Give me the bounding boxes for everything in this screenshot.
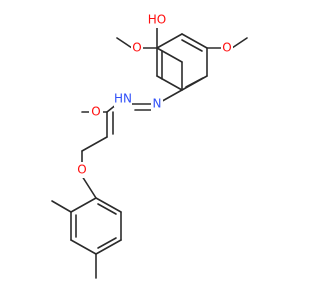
bond (181, 39, 203, 52)
bond (70, 239, 97, 255)
imine-nitrogen-label: N (153, 97, 162, 111)
label-bg (147, 12, 167, 28)
label-bg (76, 162, 88, 178)
lower-aromatic-ring (51, 175, 122, 279)
label-bg (131, 40, 143, 56)
upper-aromatic-ring (156, 19, 208, 91)
bond (116, 37, 133, 49)
bond (51, 200, 72, 213)
bond (185, 77, 204, 88)
hydroxyl-label: HO (148, 13, 166, 27)
methoxy-oxygen-left-label: O (132, 41, 141, 55)
bond (156, 47, 183, 63)
bond (97, 203, 117, 215)
bond (181, 33, 208, 49)
bond (156, 75, 183, 91)
methoxy-groups (116, 37, 248, 49)
label-bg (151, 96, 163, 112)
methoxy-oxygen-right-label: O (222, 41, 231, 55)
label-bg (114, 91, 132, 107)
bond (97, 237, 117, 249)
bond (156, 33, 183, 49)
label-bg (221, 40, 233, 56)
molecule-structure: HO O O O HN N O (51, 12, 248, 279)
bond (95, 239, 122, 255)
ether-oxygen-label: O (77, 163, 86, 177)
label-bg (89, 104, 103, 120)
carbonyl-oxygen-label: O (91, 105, 100, 119)
hydrazide-nh-label: HN (114, 92, 132, 106)
atom-labels: HO O O O HN N O (76, 12, 233, 178)
bond (70, 197, 97, 213)
molecule-canvas: HO O O O HN N O (51, 12, 248, 279)
bond (81, 175, 97, 199)
bond (231, 37, 248, 49)
bond (95, 197, 122, 213)
bond (81, 136, 108, 152)
